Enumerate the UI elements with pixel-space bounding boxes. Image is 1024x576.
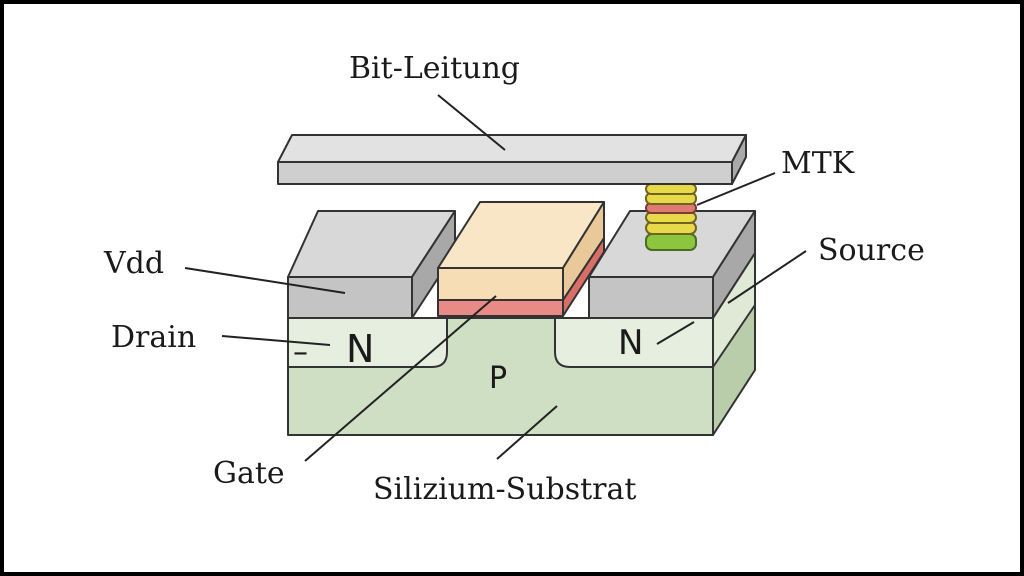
- body-p-letter: P: [489, 361, 507, 396]
- vdd-contact: [287, 210, 456, 319]
- mtk-layer-yellow-0: [645, 183, 697, 195]
- drain-n-letter: N: [346, 327, 374, 371]
- drain-minus-sign: –: [293, 335, 308, 370]
- gate-oxide-front: [437, 299, 564, 317]
- gate-label: Gate: [213, 456, 285, 491]
- drain-n-region: [287, 317, 448, 368]
- source-contact-front: [588, 276, 714, 319]
- source-n-leader: [656, 321, 695, 345]
- bit-line-label: Bit-Leitung: [349, 51, 520, 86]
- mtk-stack: [645, 183, 697, 251]
- gate-leader: [304, 295, 497, 462]
- vdd-leader: [184, 267, 346, 294]
- bit-line: [277, 134, 747, 185]
- mtk-label: MTK: [781, 146, 855, 181]
- bit-line-leader: [437, 94, 506, 151]
- source-leader: [727, 250, 807, 304]
- gate-front: [437, 267, 564, 301]
- source-label: Source: [818, 233, 925, 268]
- bit-line-front: [277, 161, 733, 185]
- vdd-label: Vdd: [103, 246, 164, 281]
- drain-label: Drain: [111, 320, 196, 355]
- mtk-leader: [696, 172, 776, 206]
- bit-line-top: [277, 134, 747, 163]
- substrate-label: Silizium-Substrat: [373, 472, 636, 507]
- drain-leader: [221, 335, 331, 346]
- gate-stack: [437, 201, 605, 317]
- source-n-region: [554, 317, 714, 368]
- source-n-letter: N: [618, 323, 643, 363]
- substrate-leader: [496, 405, 558, 460]
- mtk-layer-green: [645, 233, 697, 251]
- vdd-contact-front: [287, 276, 413, 319]
